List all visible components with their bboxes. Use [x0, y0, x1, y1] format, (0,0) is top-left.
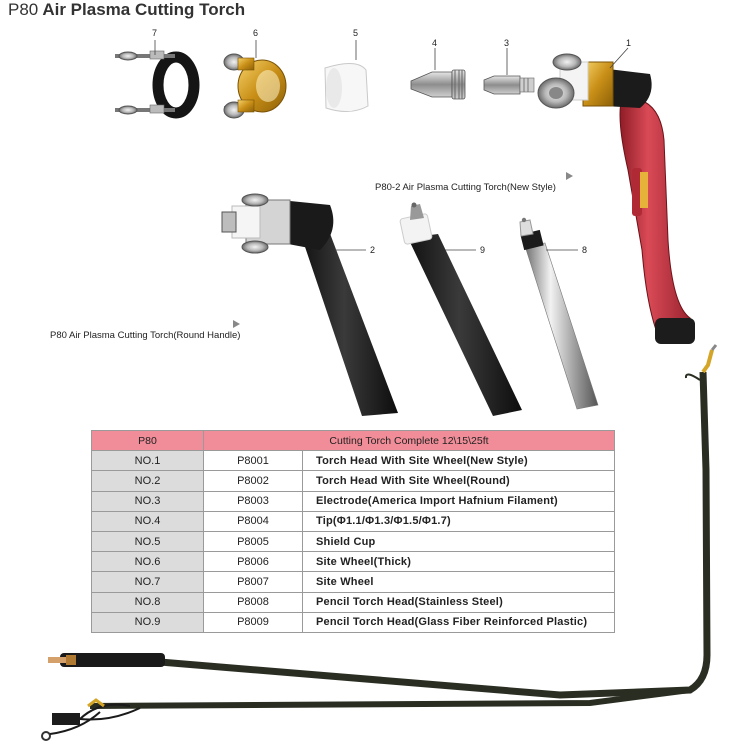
row-number: NO.3: [91, 490, 204, 512]
parts-table: P80 Cutting Torch Complete 12\15\25ft NO…: [91, 429, 615, 633]
row-number: NO.2: [91, 470, 204, 492]
row-code: P8002: [203, 470, 303, 492]
table-header-row: P80 Cutting Torch Complete 12\15\25ft: [91, 429, 615, 452]
row-code: P8007: [203, 571, 303, 593]
part-9-pencil-torch-glass-fiber: [399, 202, 522, 416]
part-number-7: 7: [152, 28, 157, 38]
cable-assembly: [41, 344, 718, 741]
page-title: P80 Air Plasma Cutting Torch: [8, 0, 245, 20]
arrow-round-handle-icon: [233, 320, 240, 328]
row-description: Torch Head With Site Wheel(New Style): [302, 450, 615, 472]
part-8-pencil-torch-stainless: [519, 217, 599, 410]
part-1-torch-new-style: [537, 53, 695, 344]
part-number-labels: 7 6 5 4 3 1 2 9 8: [152, 28, 631, 255]
row-description: Pencil Torch Head(Glass Fiber Reinforced…: [302, 611, 615, 633]
part-3-electrode: [483, 75, 535, 95]
row-description: Shield Cup: [302, 530, 615, 553]
row-number: NO.4: [91, 510, 204, 532]
caption-round-handle: P80 Air Plasma Cutting Torch(Round Handl…: [50, 330, 241, 341]
row-number: NO.6: [91, 551, 204, 573]
title-name: Air Plasma Cutting Torch: [42, 0, 246, 19]
table-header-model: P80: [91, 429, 204, 452]
leader-lines: [154, 40, 629, 251]
part-2-torch-round-handle: [221, 193, 398, 416]
row-code: P8003: [203, 490, 303, 512]
title-model: P80: [8, 0, 39, 19]
part-number-4: 4: [432, 38, 437, 48]
arrow-new-style-icon: [566, 172, 573, 180]
row-code: P8004: [203, 510, 303, 532]
row-code: P8008: [203, 591, 303, 613]
part-7-site-wheel: [115, 50, 200, 119]
row-number: NO.8: [91, 591, 204, 613]
row-number: NO.9: [91, 611, 204, 633]
part-number-2: 2: [370, 245, 375, 255]
row-code: P8009: [203, 611, 303, 633]
part-number-9: 9: [480, 245, 485, 255]
part-5-shield-cup: [324, 63, 369, 112]
caption-new-style: P80-2 Air Plasma Cutting Torch(New Style…: [375, 182, 556, 193]
row-code: P8001: [203, 450, 303, 472]
row-code: P8006: [203, 551, 303, 573]
row-code: P8005: [203, 530, 303, 553]
row-number: NO.1: [91, 450, 204, 472]
row-description: Torch Head With Site Wheel(Round): [302, 470, 615, 492]
part-4-tip: [410, 69, 466, 100]
part-number-6: 6: [253, 28, 258, 38]
row-description: Electrode(America Import Hafnium Filamen…: [302, 490, 615, 512]
row-description: Site Wheel(Thick): [302, 551, 615, 573]
row-description: Site Wheel: [302, 571, 615, 593]
part-number-1: 1: [626, 38, 631, 48]
row-number: NO.5: [91, 530, 204, 553]
table-header-description: Cutting Torch Complete 12\15\25ft: [203, 429, 615, 452]
row-description: Tip(Φ1.1/Φ1.3/Φ1.5/Φ1.7): [302, 510, 615, 532]
row-description: Pencil Torch Head(Stainless Steel): [302, 591, 615, 613]
part-number-5: 5: [353, 28, 358, 38]
part-number-8: 8: [582, 245, 587, 255]
part-6-site-wheel-thick: [223, 53, 287, 119]
row-number: NO.7: [91, 571, 204, 593]
part-number-3: 3: [504, 38, 509, 48]
